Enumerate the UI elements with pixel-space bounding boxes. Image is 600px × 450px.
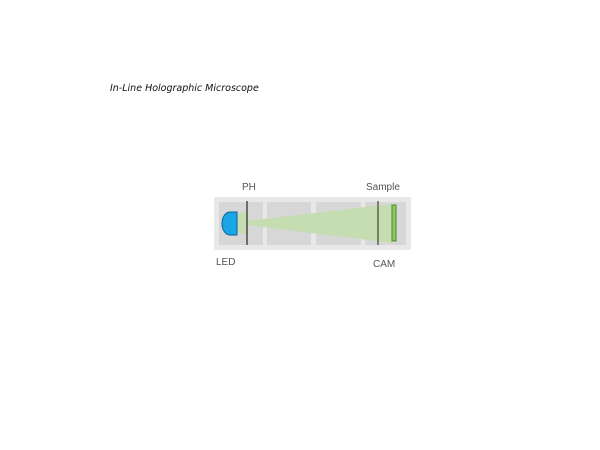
page-title: In-Line Holographic Microscope: [110, 83, 259, 94]
led-dome-icon: [221, 211, 238, 236]
light-beam: [247, 204, 392, 243]
led-light-cone: [236, 211, 247, 235]
sample-label: Sample: [366, 182, 400, 193]
camera-label: CAM: [373, 259, 395, 270]
pinhole-label: PH: [242, 182, 256, 193]
sample-slide: [391, 204, 397, 242]
led-label: LED: [216, 257, 235, 268]
